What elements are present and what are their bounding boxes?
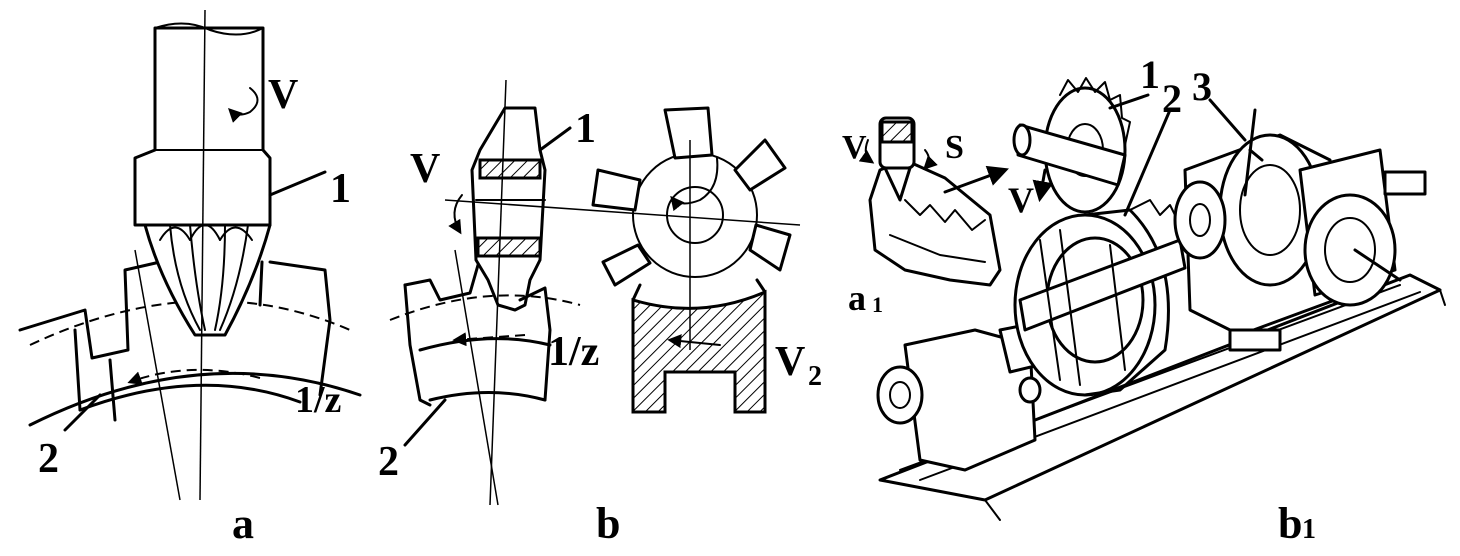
panel-a-gear-blank	[18, 260, 362, 427]
panel-b1-workpiece-gear	[1013, 199, 1197, 397]
panel-b-label-feed-velocity-sub: 2	[808, 361, 822, 392]
panel-b1-leader-part3	[1208, 98, 1247, 142]
panel-a-caption: a	[232, 499, 254, 548]
panel-b-disk-cutter	[470, 106, 547, 312]
panel-b-cutter-hatch-bottom	[476, 236, 542, 258]
panel-b1: V S a 1 V 1 2 3 b 1	[842, 52, 1446, 548]
panel-b1-inset-label: a	[848, 278, 866, 318]
panel-b1-label-part3: 3	[1192, 64, 1212, 109]
panel-b1-inset-label-velocity: V	[842, 129, 867, 166]
panel-b-cutter-end-view	[591, 106, 792, 350]
panel-a-indexing-arrow	[127, 368, 261, 385]
panel-a-axis-vertical	[199, 9, 206, 501]
panel-a-rotation-arrow	[228, 87, 259, 123]
panel-b-leader-workpiece	[403, 398, 447, 447]
panel-b-label-workpiece: 2	[378, 439, 399, 485]
panel-b-label-feed-velocity: V	[775, 339, 805, 385]
panel-b-rotation-arrow	[448, 194, 463, 235]
panel-a-tool	[133, 22, 272, 337]
panel-b-workpiece-section	[631, 278, 767, 414]
panel-b-label-tool: 1	[575, 106, 596, 152]
panel-b1-caption-sub: 1	[1302, 514, 1316, 545]
panel-b-cutter-hatch-top	[478, 158, 542, 180]
panel-b1-leader-part1	[1108, 93, 1150, 110]
panel-b-label-indexing: 1/z	[548, 329, 599, 375]
panel-b-label-velocity: V	[410, 146, 440, 192]
panel-b1-inset-label-sub: 1	[872, 292, 883, 317]
panel-a: V 1 2 1/z a	[18, 9, 362, 548]
panel-b-axis-vertical	[489, 79, 507, 506]
panel-a-label-workpiece: 2	[38, 436, 59, 482]
panel-a-leader-workpiece	[63, 393, 102, 432]
panel-a-leader-tool	[268, 170, 327, 197]
panel-b-axis-horizontal	[444, 199, 801, 226]
panel-b-indexing-arrow	[452, 332, 526, 347]
panel-a-label-velocity: V	[268, 72, 298, 118]
panel-b-gear-blank	[389, 263, 581, 407]
panel-b1-disk-cutter	[1012, 77, 1131, 214]
panel-b1-leader-part2	[1123, 108, 1172, 217]
panel-b1-dividing-head	[1173, 108, 1427, 352]
panel-b-axis-tilted	[454, 249, 499, 506]
panel-b1-tailstock	[876, 318, 1062, 472]
panel-b1-label-part2: 2	[1162, 76, 1182, 121]
panel-b-caption: b	[596, 499, 620, 548]
panel-b1-inset-label-feed: S	[945, 129, 964, 166]
panel-b: V 1 2 1/z V 2 b	[378, 79, 822, 548]
panel-b1-inset-cutter	[858, 116, 1009, 287]
panel-b1-label-velocity: V	[1008, 180, 1034, 220]
panel-b1-label-part1: 1	[1140, 52, 1160, 97]
panel-b-leader-tool	[538, 126, 572, 152]
panel-b1-caption: b	[1278, 499, 1302, 548]
panel-a-label-indexing: 1/z	[295, 379, 342, 421]
panel-a-label-tool: 1	[330, 166, 351, 212]
